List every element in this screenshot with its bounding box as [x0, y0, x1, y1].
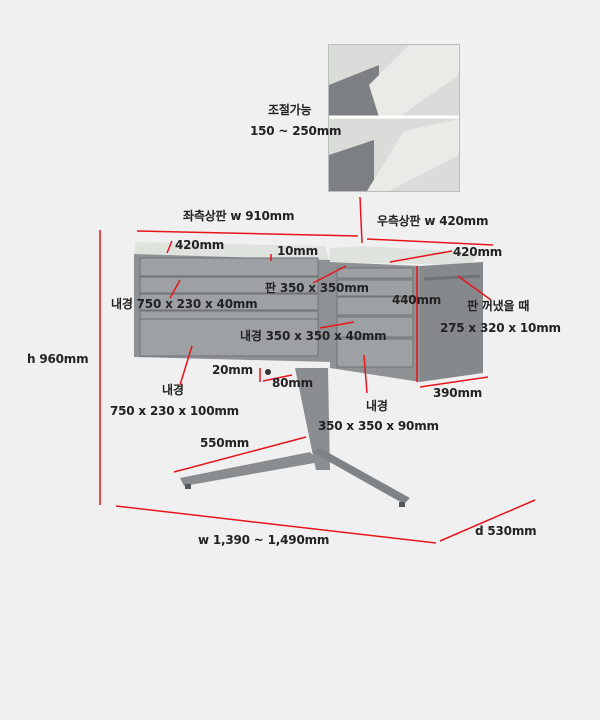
right-bottom-depth-label: 390mm	[433, 386, 483, 400]
knob-width-label: 80mm	[272, 376, 313, 390]
total-height-label: h 960mm	[27, 352, 89, 366]
top-thickness-label: 10mm	[277, 244, 318, 258]
adjustable-top-detail-photo	[328, 44, 460, 192]
dimension-arrows	[99, 196, 536, 544]
board-removed-size: 275 x 320 x 10mm	[440, 321, 561, 335]
knob-height-label: 20mm	[212, 363, 253, 377]
right-drawer-large-label: 내경	[366, 399, 388, 413]
board-removed-label: 판 꺼냈을 때	[467, 299, 530, 313]
right-top-width-label: 우측상판 w 420mm	[377, 214, 489, 228]
right-height-label: 440mm	[392, 293, 442, 307]
right-cabinet	[330, 246, 483, 382]
board-size-label: 판 350 x 350mm	[265, 281, 369, 295]
adjustable-label: 조절가능	[268, 103, 312, 117]
stand-base	[180, 368, 410, 507]
total-width-label: w 1,390 ~ 1,490mm	[198, 533, 330, 547]
leg-length-label: 550mm	[200, 436, 250, 450]
left-drawer-large-size: 750 x 230 x 100mm	[110, 404, 239, 418]
right-drawer-small-label: 내경 350 x 350 x 40mm	[240, 329, 387, 343]
right-drawer-large-size: 350 x 350 x 90mm	[318, 419, 439, 433]
left-drawer-large-label: 내경	[162, 383, 184, 397]
left-top-width-label: 좌측상판 w 910mm	[183, 209, 295, 223]
right-depth-label: 420mm	[453, 245, 503, 259]
total-depth-label: d 530mm	[475, 524, 537, 538]
detail-photo-drawing	[329, 45, 459, 191]
adjustable-range: 150 ~ 250mm	[250, 124, 342, 138]
left-cabinet	[134, 242, 330, 362]
left-depth-label: 420mm	[175, 238, 225, 252]
left-drawer-small-label: 내경 750 x 230 x 40mm	[111, 297, 258, 311]
